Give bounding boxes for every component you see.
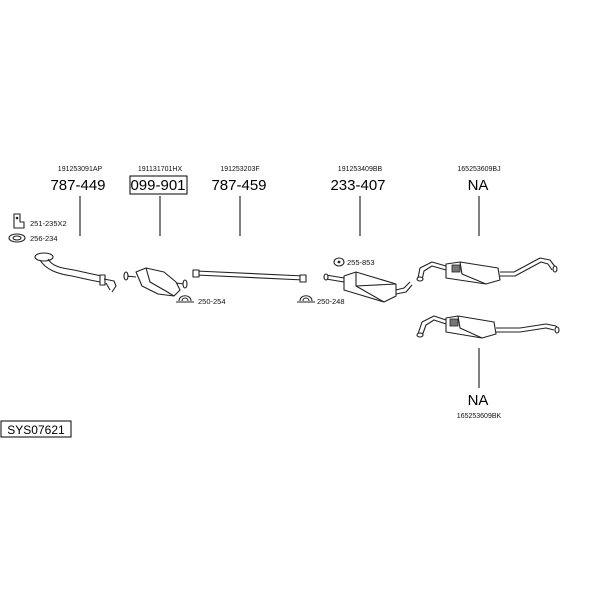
accessory-gasket-ring[interactable]: 256-234: [8, 233, 58, 243]
part-oem-number: 165253609BJ: [457, 166, 500, 173]
system-code-label: SYS07621: [0, 420, 72, 438]
clamp-icon: [176, 295, 194, 303]
part-number: NA: [468, 177, 489, 194]
part-number: 233-407: [330, 177, 385, 194]
accessory-label: 256-234: [30, 234, 58, 243]
rear-silencer-lower-icon: [416, 315, 560, 339]
accessory-clamp-rear[interactable]: 250-248: [297, 295, 345, 306]
part-rear-silencer[interactable]: 191253409BB 233-407: [323, 166, 413, 303]
accessory-bracket[interactable]: 251-235X2: [13, 213, 67, 229]
part-oem-number: 191253203F: [220, 166, 259, 173]
part-number: 787-449: [50, 177, 105, 194]
part-oem-number: 191131701HX: [138, 166, 183, 173]
part-front-pipe[interactable]: 191253091AP 787-449: [34, 166, 117, 293]
part-number-highlight-box: [129, 175, 188, 195]
part-number: NA: [468, 392, 489, 409]
system-code: SYS07621: [7, 423, 65, 437]
front-pipe-icon: [34, 252, 117, 293]
rear-silencer-upper-icon: [416, 257, 558, 285]
clamp-icon: [297, 295, 315, 303]
accessory-label: 251-235X2: [30, 219, 67, 228]
part-oem-number: 165253609BK: [457, 413, 502, 420]
part-number: 099-901: [130, 177, 185, 194]
part-oem-number: 191253091AP: [58, 166, 103, 173]
rear-silencer-icon: [323, 271, 413, 303]
catalytic-converter-icon: [123, 267, 188, 297]
accessory-label: 250-254: [198, 297, 226, 306]
accessory-label: 250-248: [317, 297, 345, 306]
part-rear-silencer-upper[interactable]: 165253609BJ NA: [416, 166, 558, 285]
part-catalytic-converter[interactable]: 191131701HX 099-901: [123, 166, 188, 297]
accessory-rubber-mount[interactable]: 255-853: [333, 257, 375, 267]
rubber-mount-icon: [333, 257, 345, 267]
part-oem-number: 191253409BB: [338, 166, 383, 173]
middle-pipe-icon: [192, 269, 307, 283]
part-middle-pipe[interactable]: 191253203F 787-459: [192, 166, 307, 283]
part-number: 787-459: [211, 177, 266, 194]
accessory-clamp-front[interactable]: 250-254: [176, 295, 226, 306]
accessory-label: 255-853: [347, 258, 375, 267]
part-rear-silencer-lower[interactable]: NA 165253609BK: [416, 315, 560, 420]
bracket-icon: [13, 213, 25, 229]
gasket-ring-icon: [8, 233, 26, 243]
